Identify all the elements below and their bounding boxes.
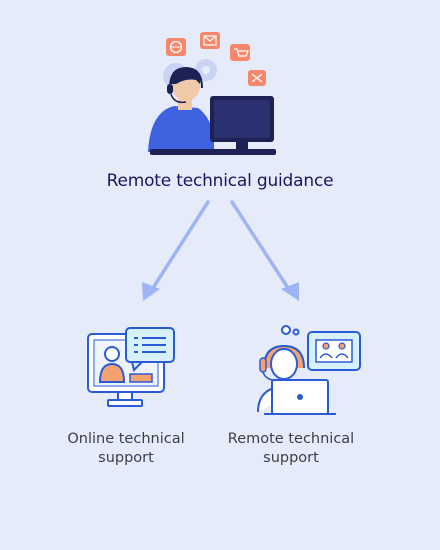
tools-app-icon [248, 70, 266, 86]
online-support-monitor-icon [84, 326, 184, 410]
hero-illustration [140, 28, 290, 160]
branch-arrows [0, 190, 440, 310]
online-support-label: Online technical support [67, 431, 185, 466]
remote-support-label: Remote technical support [227, 431, 355, 466]
headset-agent-laptop-icon [254, 324, 366, 416]
computer-monitor-icon [150, 96, 276, 155]
arrow-left-icon [142, 200, 210, 301]
mail-app-icon [200, 32, 220, 49]
arrow-right-icon [230, 200, 299, 301]
page-title: Remote technical guidance [106, 171, 334, 191]
globe-app-icon [166, 38, 186, 56]
cart-app-icon [230, 44, 250, 61]
